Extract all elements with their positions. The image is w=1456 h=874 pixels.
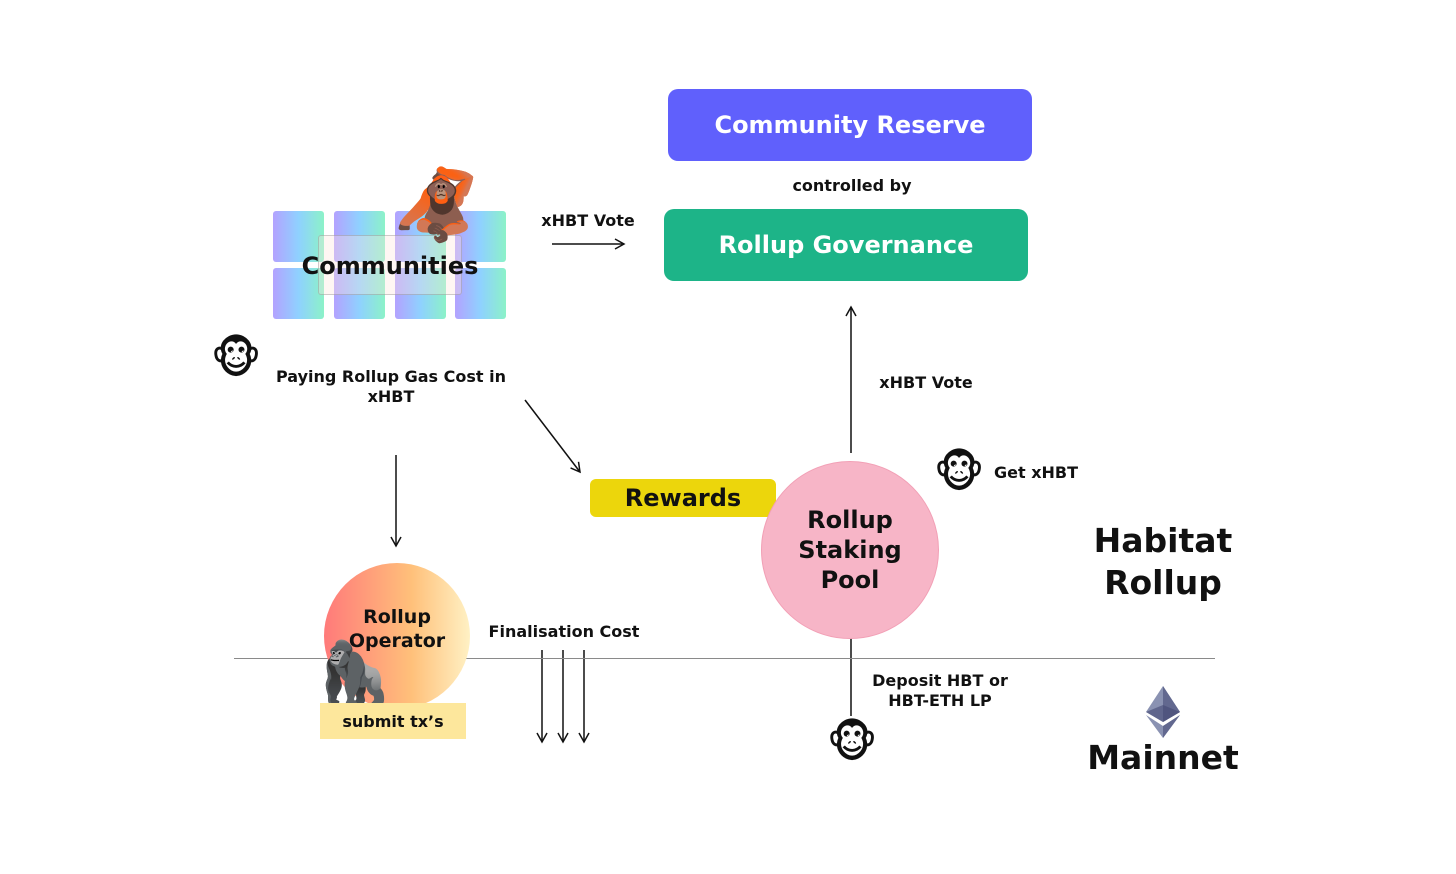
ethereum-icon xyxy=(1146,686,1180,738)
community-tile xyxy=(273,268,324,319)
submit-txs-box: submit tx’s xyxy=(320,703,466,739)
rollup-staking-pool: Rollup Staking Pool xyxy=(761,461,939,639)
monkey-icon: 🐵 xyxy=(933,447,985,498)
community-tile xyxy=(273,211,324,262)
staking-pool-line1: Rollup xyxy=(807,506,893,534)
monkey-icon: 🐵 xyxy=(826,717,878,768)
rewards-label: Rewards xyxy=(624,484,742,512)
community-tile xyxy=(334,268,385,319)
deposit-label-line2: HBT-ETH LP xyxy=(888,691,992,710)
deposit-label-line1: Deposit HBT or xyxy=(872,671,1008,690)
community-reserve-label: Community Reserve xyxy=(714,111,986,139)
community-tile xyxy=(455,211,506,262)
mainnet-title: Mainnet xyxy=(1087,738,1239,777)
rollup-governance-label: Rollup Governance xyxy=(718,231,974,259)
controlled-by-label: controlled by xyxy=(792,176,912,195)
community-reserve-box: Community Reserve xyxy=(668,89,1032,161)
submit-txs-label: submit tx’s xyxy=(342,711,444,731)
habitat-line2: Rollup xyxy=(1104,563,1222,602)
rollup-mainnet-divider xyxy=(234,658,1215,659)
staking-pool-line2: Staking xyxy=(798,536,902,564)
gas-cost-label-line1: Paying Rollup Gas Cost in xyxy=(276,367,506,386)
community-tile xyxy=(455,268,506,319)
get-xhbt-label: Get xHBT xyxy=(994,463,1079,482)
gas-cost-label: Paying Rollup Gas Cost in xHBT xyxy=(270,367,512,407)
community-tile xyxy=(395,211,446,262)
operator-line2: Operator xyxy=(348,630,446,652)
communities-label-box xyxy=(318,235,462,295)
gas-cost-label-line2: xHBT xyxy=(367,387,415,406)
community-tile xyxy=(395,268,446,319)
rollup-governance-box: Rollup Governance xyxy=(664,209,1028,281)
pool-vote-label: xHBT Vote xyxy=(879,373,973,392)
arrow-gas-to-rewards xyxy=(524,399,581,474)
deposit-label: Deposit HBT or HBT-ETH LP xyxy=(860,671,1020,711)
rollup-operator: Rollup Operator xyxy=(324,563,470,709)
communities-vote-label: xHBT Vote xyxy=(541,211,635,230)
gorilla-icon: 🦍 xyxy=(316,638,392,708)
habitat-rollup-title: Habitat Rollup xyxy=(1080,520,1246,604)
habitat-line1: Habitat xyxy=(1093,521,1233,560)
communities-label: Communities xyxy=(301,252,479,280)
staking-pool-line3: Pool xyxy=(820,566,880,594)
finalisation-cost-label: Finalisation Cost xyxy=(488,622,640,641)
orangutan-icon: 🦧 xyxy=(393,164,481,246)
community-tile xyxy=(334,211,385,262)
rewards-box: Rewards xyxy=(590,479,776,517)
operator-line1: Rollup xyxy=(363,606,431,628)
monkey-icon: 🐵 xyxy=(210,333,262,384)
